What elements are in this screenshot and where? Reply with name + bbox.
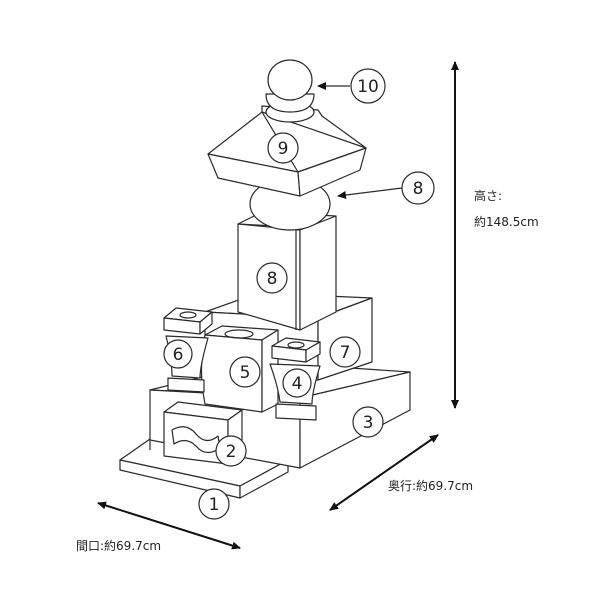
label-3: 7 <box>329 336 361 368</box>
svg-text:8: 8 <box>413 179 424 199</box>
leader-lines <box>317 82 403 199</box>
svg-text:6: 6 <box>173 345 184 365</box>
svg-text:7: 7 <box>340 343 351 363</box>
svg-text:5: 5 <box>240 363 251 383</box>
svg-text:1: 1 <box>209 495 220 515</box>
label-9: 8 <box>401 171 435 205</box>
label-10: 10 <box>350 68 386 104</box>
svg-text:10: 10 <box>357 77 379 97</box>
svg-text:3: 3 <box>363 413 374 433</box>
label-5: 9 <box>267 132 299 164</box>
finial <box>265 59 315 123</box>
height-label: 高さ: <box>474 188 502 203</box>
label-1: 3 <box>352 406 384 438</box>
svg-text:8: 8 <box>267 269 278 289</box>
label-7: 5 <box>229 356 261 388</box>
label-6: 2 <box>215 435 247 467</box>
label-4: 8 <box>256 262 288 294</box>
svg-text:2: 2 <box>226 442 237 462</box>
svg-text:4: 4 <box>292 374 303 394</box>
width-label: 間口:約69.7cm <box>76 538 161 553</box>
depth-label: 奥行:約69.7cm <box>388 478 473 493</box>
part-labels: 10 9 8 8 7 6 5 4 <box>163 68 435 520</box>
height-value: 約148.5cm <box>474 214 539 229</box>
label-8-left: 6 <box>163 339 193 369</box>
label-8-right: 4 <box>282 368 312 398</box>
dimension-arrows <box>97 61 459 550</box>
label-2: 1 <box>198 488 230 520</box>
svg-text:9: 9 <box>278 139 289 159</box>
